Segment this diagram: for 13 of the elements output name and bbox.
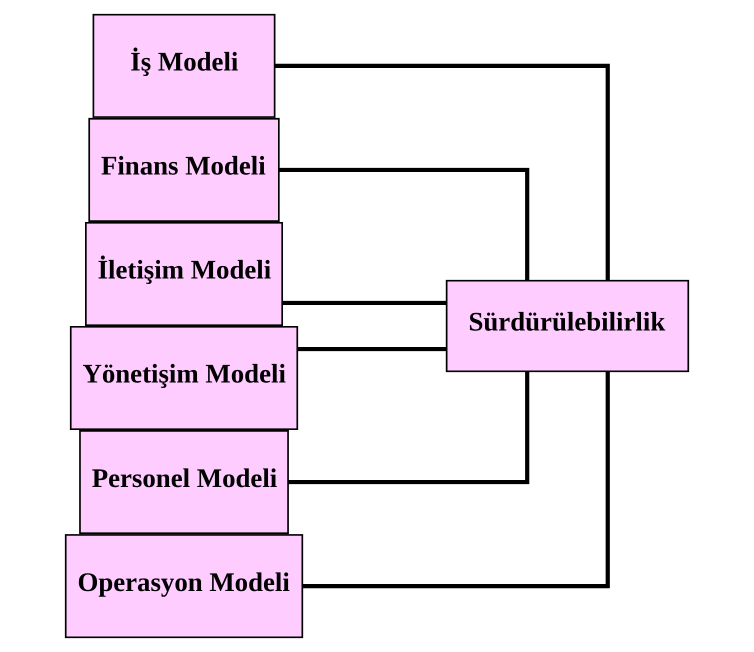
node-box: Personel Modeli [79, 430, 289, 534]
connector [274, 64, 610, 280]
connector [288, 372, 530, 484]
node-box: Operasyon Modeli [64, 534, 304, 638]
node-box: İletişim Modeli [85, 222, 284, 326]
node-box: Finans Modeli [88, 118, 280, 222]
connector [302, 372, 610, 588]
connector [298, 346, 446, 352]
connector [279, 168, 530, 280]
connector [282, 300, 446, 306]
node-box: İş Modeli [92, 14, 276, 118]
node-box: Sürdürülebilirlik [446, 280, 690, 372]
node-box: Yönetişim Modeli [70, 326, 298, 430]
